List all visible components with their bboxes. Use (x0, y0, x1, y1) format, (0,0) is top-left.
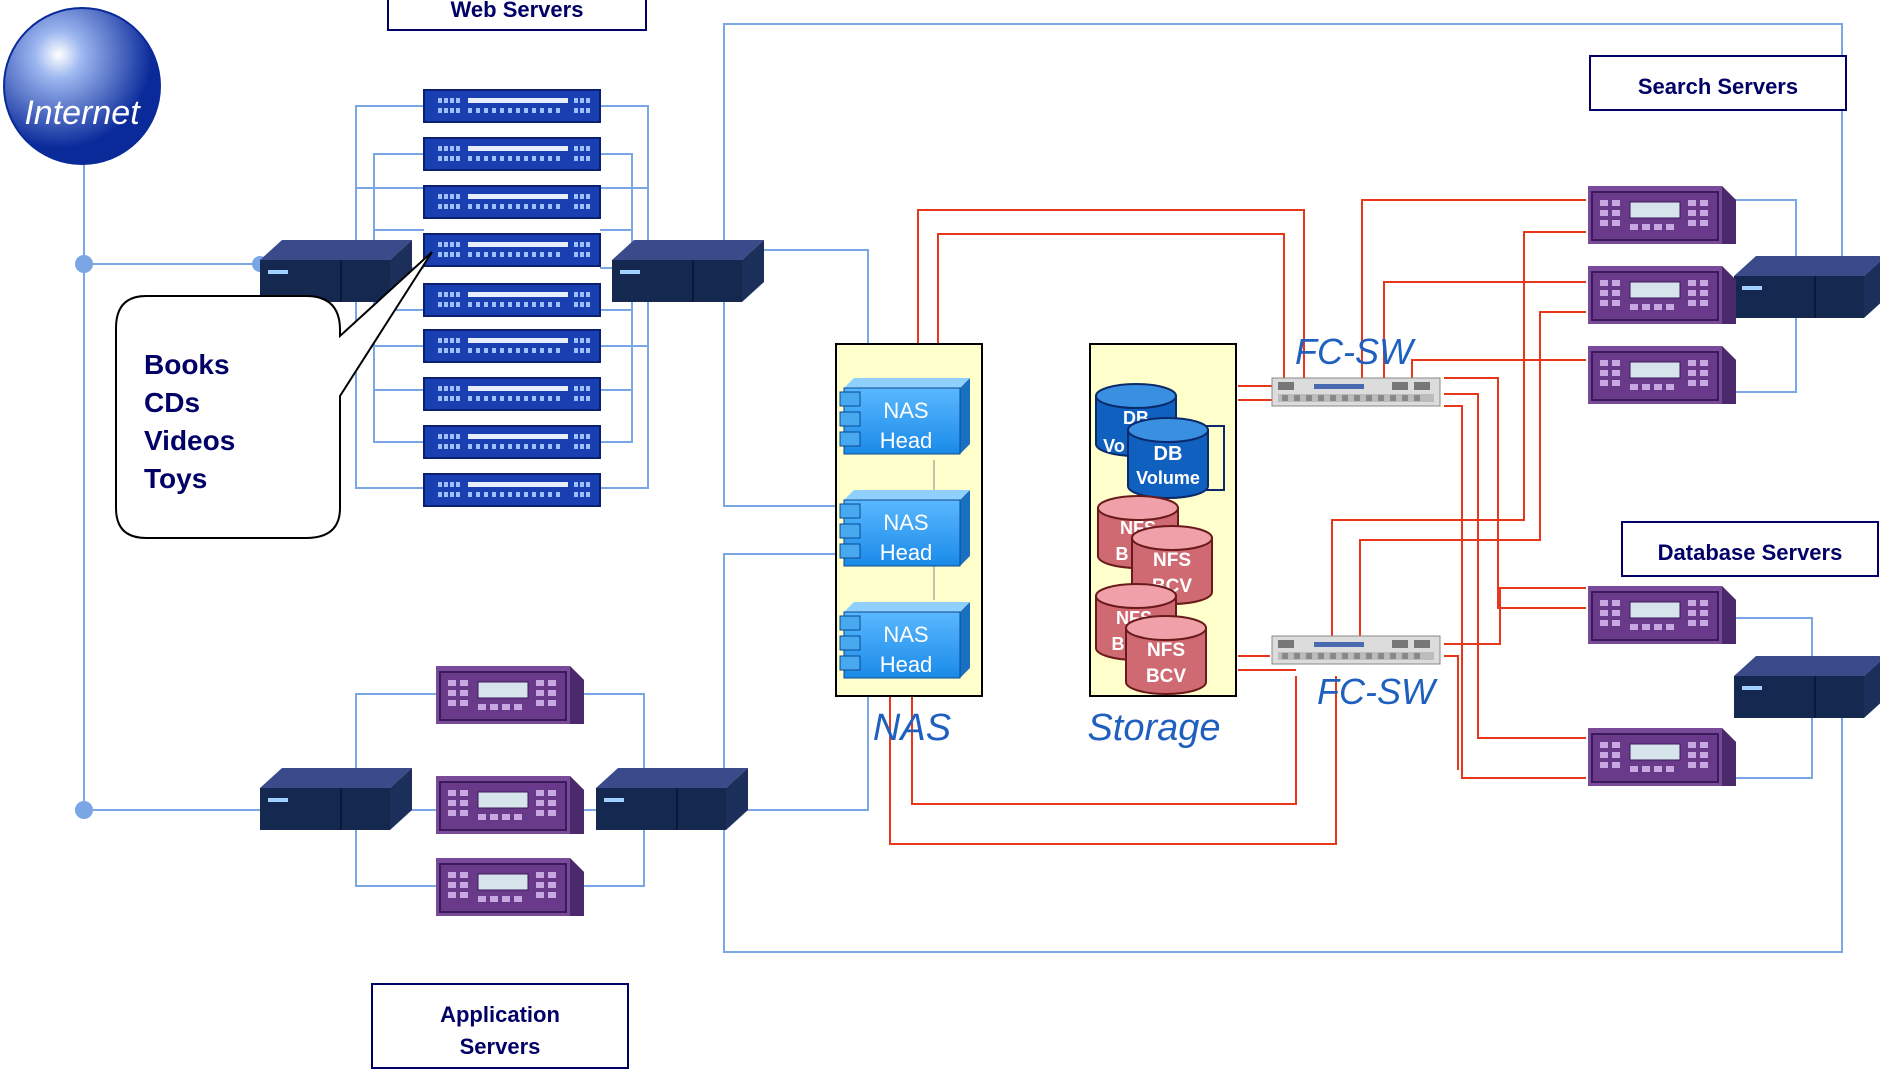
rack-server-icon (423, 137, 601, 171)
db-cylinder-icon: DB Volume (1127, 417, 1209, 499)
callout-item-books: Books (144, 349, 230, 380)
web-servers-label: Web Servers (451, 0, 584, 22)
nfs2-back-line2: B (1112, 634, 1125, 654)
fc-sw-bottom-label: FC-SW (1317, 671, 1438, 712)
nas-head-3: NAS Head (839, 601, 971, 679)
rack-server-icon (423, 473, 601, 507)
web-servers-label-box: Web Servers (387, 0, 647, 31)
nas-label: NAS (873, 707, 951, 749)
switch-icon (1734, 256, 1880, 318)
callout-item-videos: Videos (144, 425, 235, 456)
app-server-icon (1587, 265, 1737, 325)
nfs-bcv-2-line1: NFS (1147, 640, 1185, 661)
database-servers-label: Database Servers (1658, 540, 1843, 565)
search-servers-label-box: Search Servers (1589, 55, 1847, 111)
nas-head-1-line2: Head (880, 428, 933, 453)
rack-server-icon (423, 425, 601, 459)
switch-icon (260, 768, 412, 830)
internet-label: Internet (24, 94, 141, 132)
junction-dot (75, 255, 93, 273)
rack-server-icon (423, 89, 601, 123)
switch-icon (612, 240, 764, 302)
nas-head-1-line1: NAS (883, 398, 928, 423)
switch-icon (1734, 656, 1880, 718)
app-server-icon (435, 665, 585, 725)
switch-icon (596, 768, 748, 830)
nas-head-2-line1: NAS (883, 510, 928, 535)
rack-server-icon (423, 185, 601, 219)
nas-head-3-line2: Head (880, 652, 933, 677)
app-server-icon (1587, 345, 1737, 405)
rack-server-icon (423, 233, 601, 267)
product-callout: Books CDs Videos Toys (115, 251, 433, 539)
db-volume-line1: DB (1154, 443, 1183, 465)
db-volume-line2: Volume (1136, 468, 1200, 488)
nfs-bcv-2-line2: BCV (1146, 666, 1186, 687)
app-server-icon (1587, 727, 1737, 787)
app-server-icon (435, 857, 585, 917)
callout-item-toys: Toys (144, 463, 207, 494)
fc-switch-icon (1271, 377, 1441, 407)
nas-head-1: NAS Head (839, 377, 971, 455)
db-back-line2: Vo (1103, 436, 1125, 456)
app-server-icon (435, 775, 585, 835)
nfs-bcv-1-line1: NFS (1153, 550, 1191, 571)
storage-label: Storage (1087, 707, 1220, 749)
application-servers-label-line1: Application (440, 1002, 560, 1027)
storage-panel: DB Vo DB Volume NFS B NFS BCV NFS B (1089, 343, 1237, 697)
fc-sw-top-label: FC-SW (1295, 331, 1416, 372)
nas-head-3-line1: NAS (883, 622, 928, 647)
nas-panel: NAS Head NAS Head NAS Head (835, 343, 983, 697)
junction-dot (75, 801, 93, 819)
rack-server-icon (423, 329, 601, 363)
internet-globe-icon: Internet (3, 7, 161, 165)
rack-server-icon (423, 283, 601, 317)
application-servers-label-line2: Servers (460, 1034, 541, 1059)
rack-server-icon (423, 377, 601, 411)
nfs-cylinder-icon: NFS BCV (1125, 615, 1207, 695)
nas-head-2: NAS Head (839, 489, 971, 567)
fc-switch-icon (1271, 635, 1441, 665)
app-server-icon (1587, 585, 1737, 645)
search-servers-label: Search Servers (1638, 74, 1798, 99)
callout-item-cds: CDs (144, 387, 200, 418)
nfs-back-line2: B (1116, 544, 1129, 564)
web-server-rack (423, 89, 601, 507)
database-servers-label-box: Database Servers (1621, 521, 1879, 577)
application-servers-label-box: Application Servers (371, 983, 629, 1069)
fibre-channel-links (889, 199, 1586, 845)
nas-head-2-line2: Head (880, 540, 933, 565)
app-server-icon (1587, 185, 1737, 245)
